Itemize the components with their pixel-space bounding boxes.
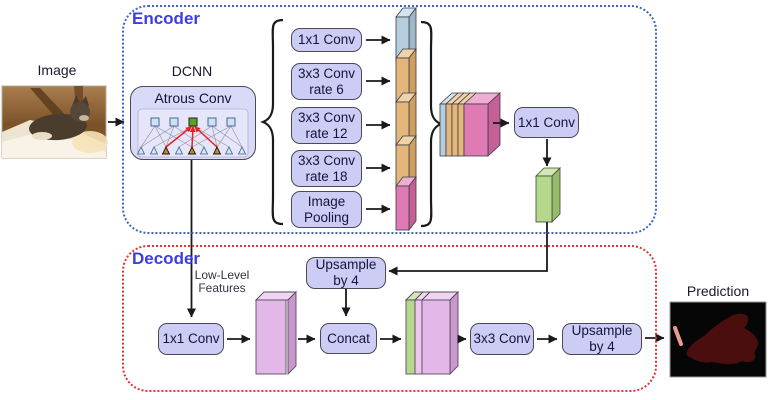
aspp-conv1x1-node: 1x1 Conv bbox=[291, 28, 362, 52]
aspp-concat-stack bbox=[438, 92, 502, 157]
aspp-image-pooling-node: Image Pooling bbox=[291, 191, 362, 228]
output-units bbox=[150, 117, 236, 127]
decoder-label: Decoder bbox=[132, 249, 201, 268]
decoder-upsample4-output-node: Upsample by 4 bbox=[562, 323, 642, 355]
dcnn-label: DCNN bbox=[171, 63, 213, 79]
input-image-label: Image bbox=[37, 62, 77, 78]
decoder-concat-node: Concat bbox=[320, 323, 377, 354]
aspp-conv3x3-rate6-node: 3x3 Conv rate 6 bbox=[291, 63, 362, 100]
decoder-conv3x3-node: 3x3 Conv bbox=[470, 323, 534, 355]
flow-arrows bbox=[108, 35, 665, 344]
prediction-cat-mask bbox=[686, 313, 759, 365]
input-units bbox=[137, 145, 247, 155]
atrous-conv-label: Atrous Conv bbox=[154, 90, 232, 106]
atrous-convolution-illustration bbox=[137, 108, 249, 158]
left-brace bbox=[260, 18, 284, 226]
decoder-upsample4-node: Upsample by 4 bbox=[306, 257, 386, 289]
aspp-conv3x3-rate12-node: 3x3 Conv rate 12 bbox=[291, 107, 362, 144]
aspp-feature-slabs bbox=[395, 6, 417, 232]
low-level-features-label: Low-Level Features bbox=[194, 268, 250, 295]
active-unit bbox=[188, 117, 198, 127]
aspp-conv3x3-rate18-node: 3x3 Conv rate 18 bbox=[291, 150, 362, 187]
concat-output-slab bbox=[404, 290, 460, 376]
encoder-conv1x1-node: 1x1 Conv bbox=[514, 107, 579, 138]
encoder-output-slab bbox=[535, 167, 561, 223]
low-level-feature-slab bbox=[254, 290, 298, 376]
prediction-label: Prediction bbox=[686, 283, 750, 299]
decoder-conv1x1-node: 1x1 Conv bbox=[158, 323, 224, 355]
connector-green-slab-to-upsample bbox=[388, 222, 548, 276]
dense-connections bbox=[140, 125, 243, 148]
input-image-thumbnail bbox=[1, 85, 108, 159]
atrous-connections bbox=[165, 126, 218, 148]
decoder-section bbox=[122, 245, 657, 392]
encoder-label: Encoder bbox=[132, 9, 201, 28]
dcnn-atrous-box: Atrous Conv bbox=[130, 86, 256, 160]
prediction-pink-streak bbox=[673, 326, 683, 346]
prediction-image bbox=[669, 301, 767, 378]
slab-image-pooling bbox=[395, 175, 417, 232]
slab-1x1conv bbox=[395, 6, 417, 64]
